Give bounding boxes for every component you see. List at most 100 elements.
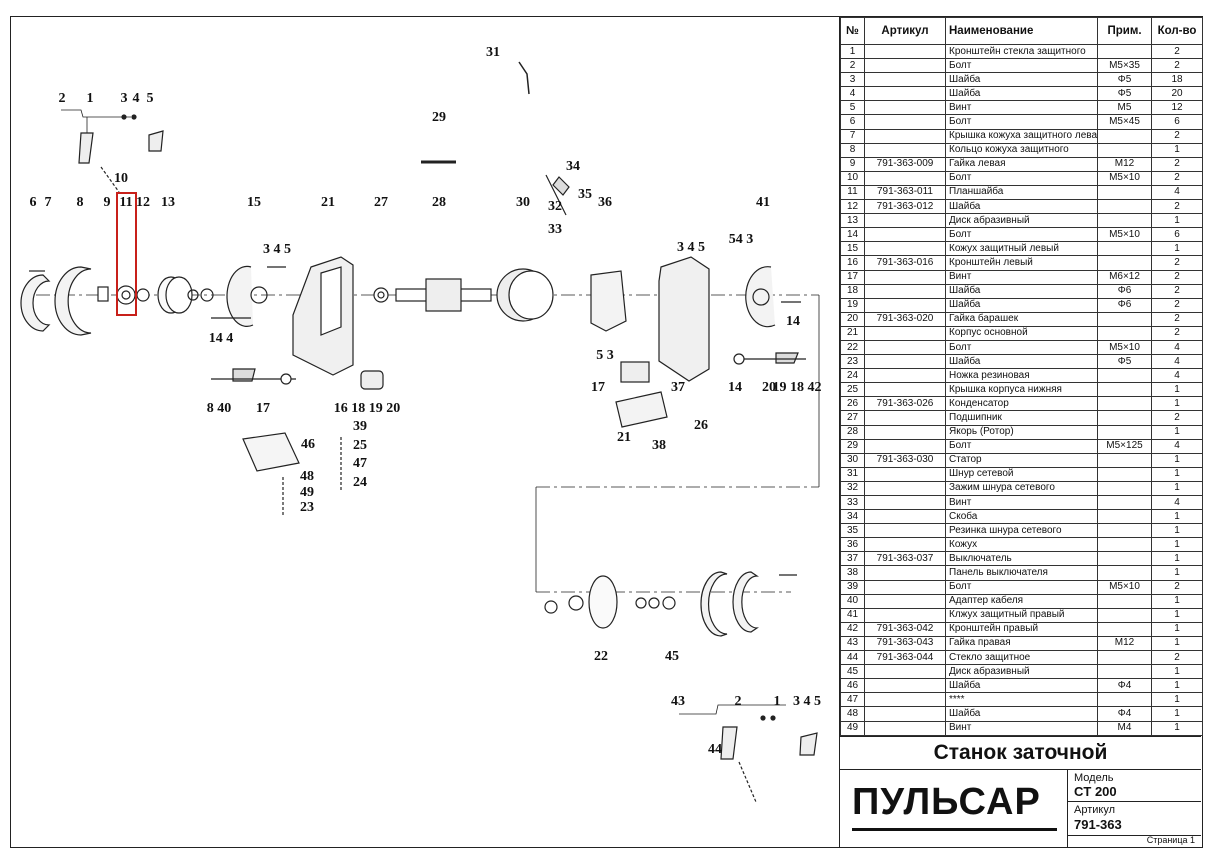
cell-article [864,593,946,609]
callout: 4 [132,91,140,106]
exploded-view-drawing: 31 2 1 3 4 5 29 34 10 35 6 7 8 9 11 12 1… [11,17,839,847]
cell-note: M5×125 [1097,438,1152,454]
callout: 54 3 [728,232,754,247]
cell-article [864,43,946,60]
cell-name: Шайба [945,706,1098,722]
callout: 45 [665,649,679,664]
cell-qty: 1 [1151,678,1203,694]
cell-name: Шайба [945,283,1098,299]
cell-no: 1 [840,43,865,60]
cell-no: 37 [840,551,865,567]
cell-name: Планшайба [945,184,1098,201]
cell-article [864,283,946,299]
callout: 44 [708,742,722,757]
cell-qty: 1 [1151,593,1203,609]
cell-no: 16 [840,255,865,271]
divider [1068,801,1201,802]
cell-no: 8 [840,142,865,158]
cell-article [864,523,946,539]
callout: 31 [486,45,500,60]
callout: 3 4 5 [793,694,821,709]
callout: 21 [617,430,631,445]
cell-no: 36 [840,537,865,553]
callout: 33 [548,222,562,237]
cell-note [1097,593,1152,609]
cell-no: 5 [840,100,865,116]
highlighted-part-frame [116,192,137,316]
callout: 11 [119,195,133,210]
callout: 2 [58,91,66,106]
cell-name: Статор [945,452,1098,468]
cell-no: 27 [840,410,865,426]
cell-qty: 2 [1151,199,1203,215]
cell-article [864,86,946,102]
cell-name: Гайка правая [945,635,1098,652]
cell-qty: 18 [1151,72,1203,88]
cell-no: 24 [840,368,865,384]
cell-article [864,368,946,384]
callout: 3 4 5 [263,242,291,257]
cell-no: 44 [840,650,865,666]
cell-article: 791-363-030 [864,452,946,468]
cell-note [1097,621,1152,637]
cell-article [864,354,946,370]
cell-qty: 1 [1151,480,1203,497]
cell-note [1097,325,1152,341]
callout: 7 [44,195,52,210]
article-value: 791-363 [1074,817,1122,832]
cell-article: 791-363-044 [864,650,946,666]
cell-no: 14 [840,227,865,243]
callout: 6 [29,195,37,210]
cell-no: 17 [840,269,865,285]
cell-note [1097,396,1152,412]
cell-note [1097,424,1152,440]
cell-note [1097,523,1152,539]
cell-note: M5×10 [1097,170,1152,186]
cell-qty: 2 [1151,156,1203,172]
cell-no: 31 [840,466,865,482]
cell-qty: 2 [1151,297,1203,313]
cell-name: Диск абразивный [945,213,1098,229]
cell-name: Крышка корпуса нижняя [945,382,1098,398]
cell-article: 791-363-042 [864,621,946,637]
cell-qty: 2 [1151,58,1203,74]
cell-no: 35 [840,523,865,539]
cell-name: Винт [945,269,1098,285]
callout: 46 [301,437,315,452]
cell-no: 38 [840,565,865,581]
cell-qty: 1 [1151,523,1203,539]
cell-article [864,213,946,229]
cell-name: Шнур сетевой [945,466,1098,482]
cell-qty: 20 [1151,86,1203,102]
callout: 5 [146,91,154,106]
cell-no: 25 [840,382,865,398]
callout: 37 [671,380,685,395]
cell-article [864,382,946,398]
cell-no: 33 [840,494,865,511]
cell-no: 39 [840,579,865,595]
cell-qty: 2 [1151,255,1203,271]
cell-qty: 1 [1151,241,1203,257]
brand-logo: ПУЛЬСАР [852,776,1066,834]
cell-article [864,339,946,356]
cell-no: 41 [840,607,865,623]
callout: 35 [578,187,592,202]
